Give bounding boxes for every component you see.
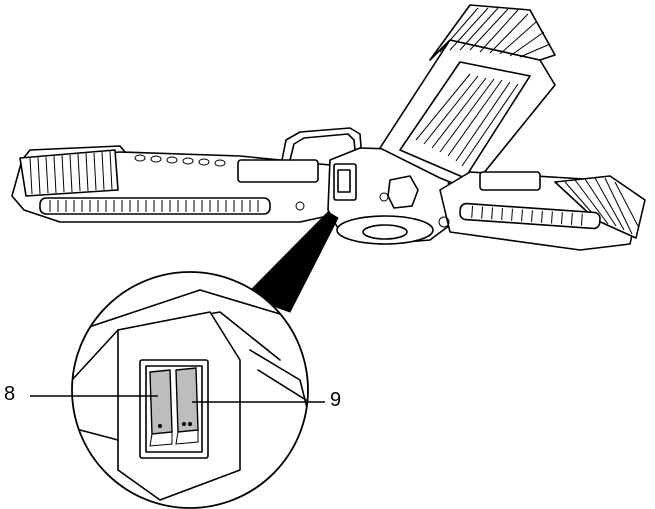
upper-heating-arm bbox=[379, 4, 556, 191]
rocker-switch-9 bbox=[175, 367, 199, 433]
zoom-wedge bbox=[244, 211, 339, 313]
switch-detail-magnifier bbox=[71, 271, 309, 509]
right-heating-arm bbox=[438, 171, 646, 251]
left-heating-arm bbox=[11, 145, 333, 223]
carry-handle bbox=[281, 127, 363, 161]
callout-8: 8 bbox=[4, 383, 16, 405]
center-hub bbox=[327, 147, 451, 245]
callout-9: 9 bbox=[330, 389, 342, 411]
